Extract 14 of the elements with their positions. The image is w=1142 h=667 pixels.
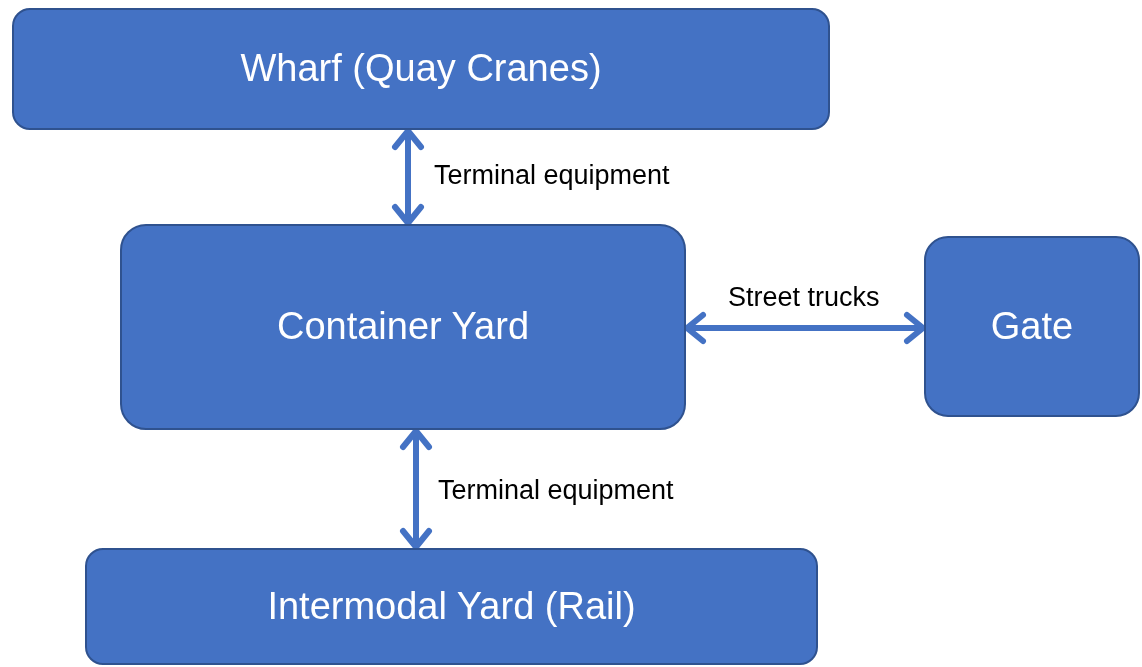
box-label: Intermodal Yard (Rail) <box>267 583 636 629</box>
edge-label: Terminal equipment <box>434 162 670 189</box>
edge-label: Street trucks <box>728 284 880 311</box>
double-arrow <box>400 428 432 550</box>
process-box <box>120 224 686 430</box>
box-label: Wharf (Quay Cranes) <box>240 46 602 92</box>
process-box <box>85 548 818 665</box>
double-arrow <box>392 128 424 226</box>
double-arrow <box>684 312 926 344</box>
box-label: Gate <box>990 303 1074 349</box>
process-box <box>924 236 1140 417</box>
box-label: Container Yard <box>276 304 530 350</box>
edge-label: Terminal equipment <box>438 477 674 504</box>
process-box <box>12 8 830 130</box>
